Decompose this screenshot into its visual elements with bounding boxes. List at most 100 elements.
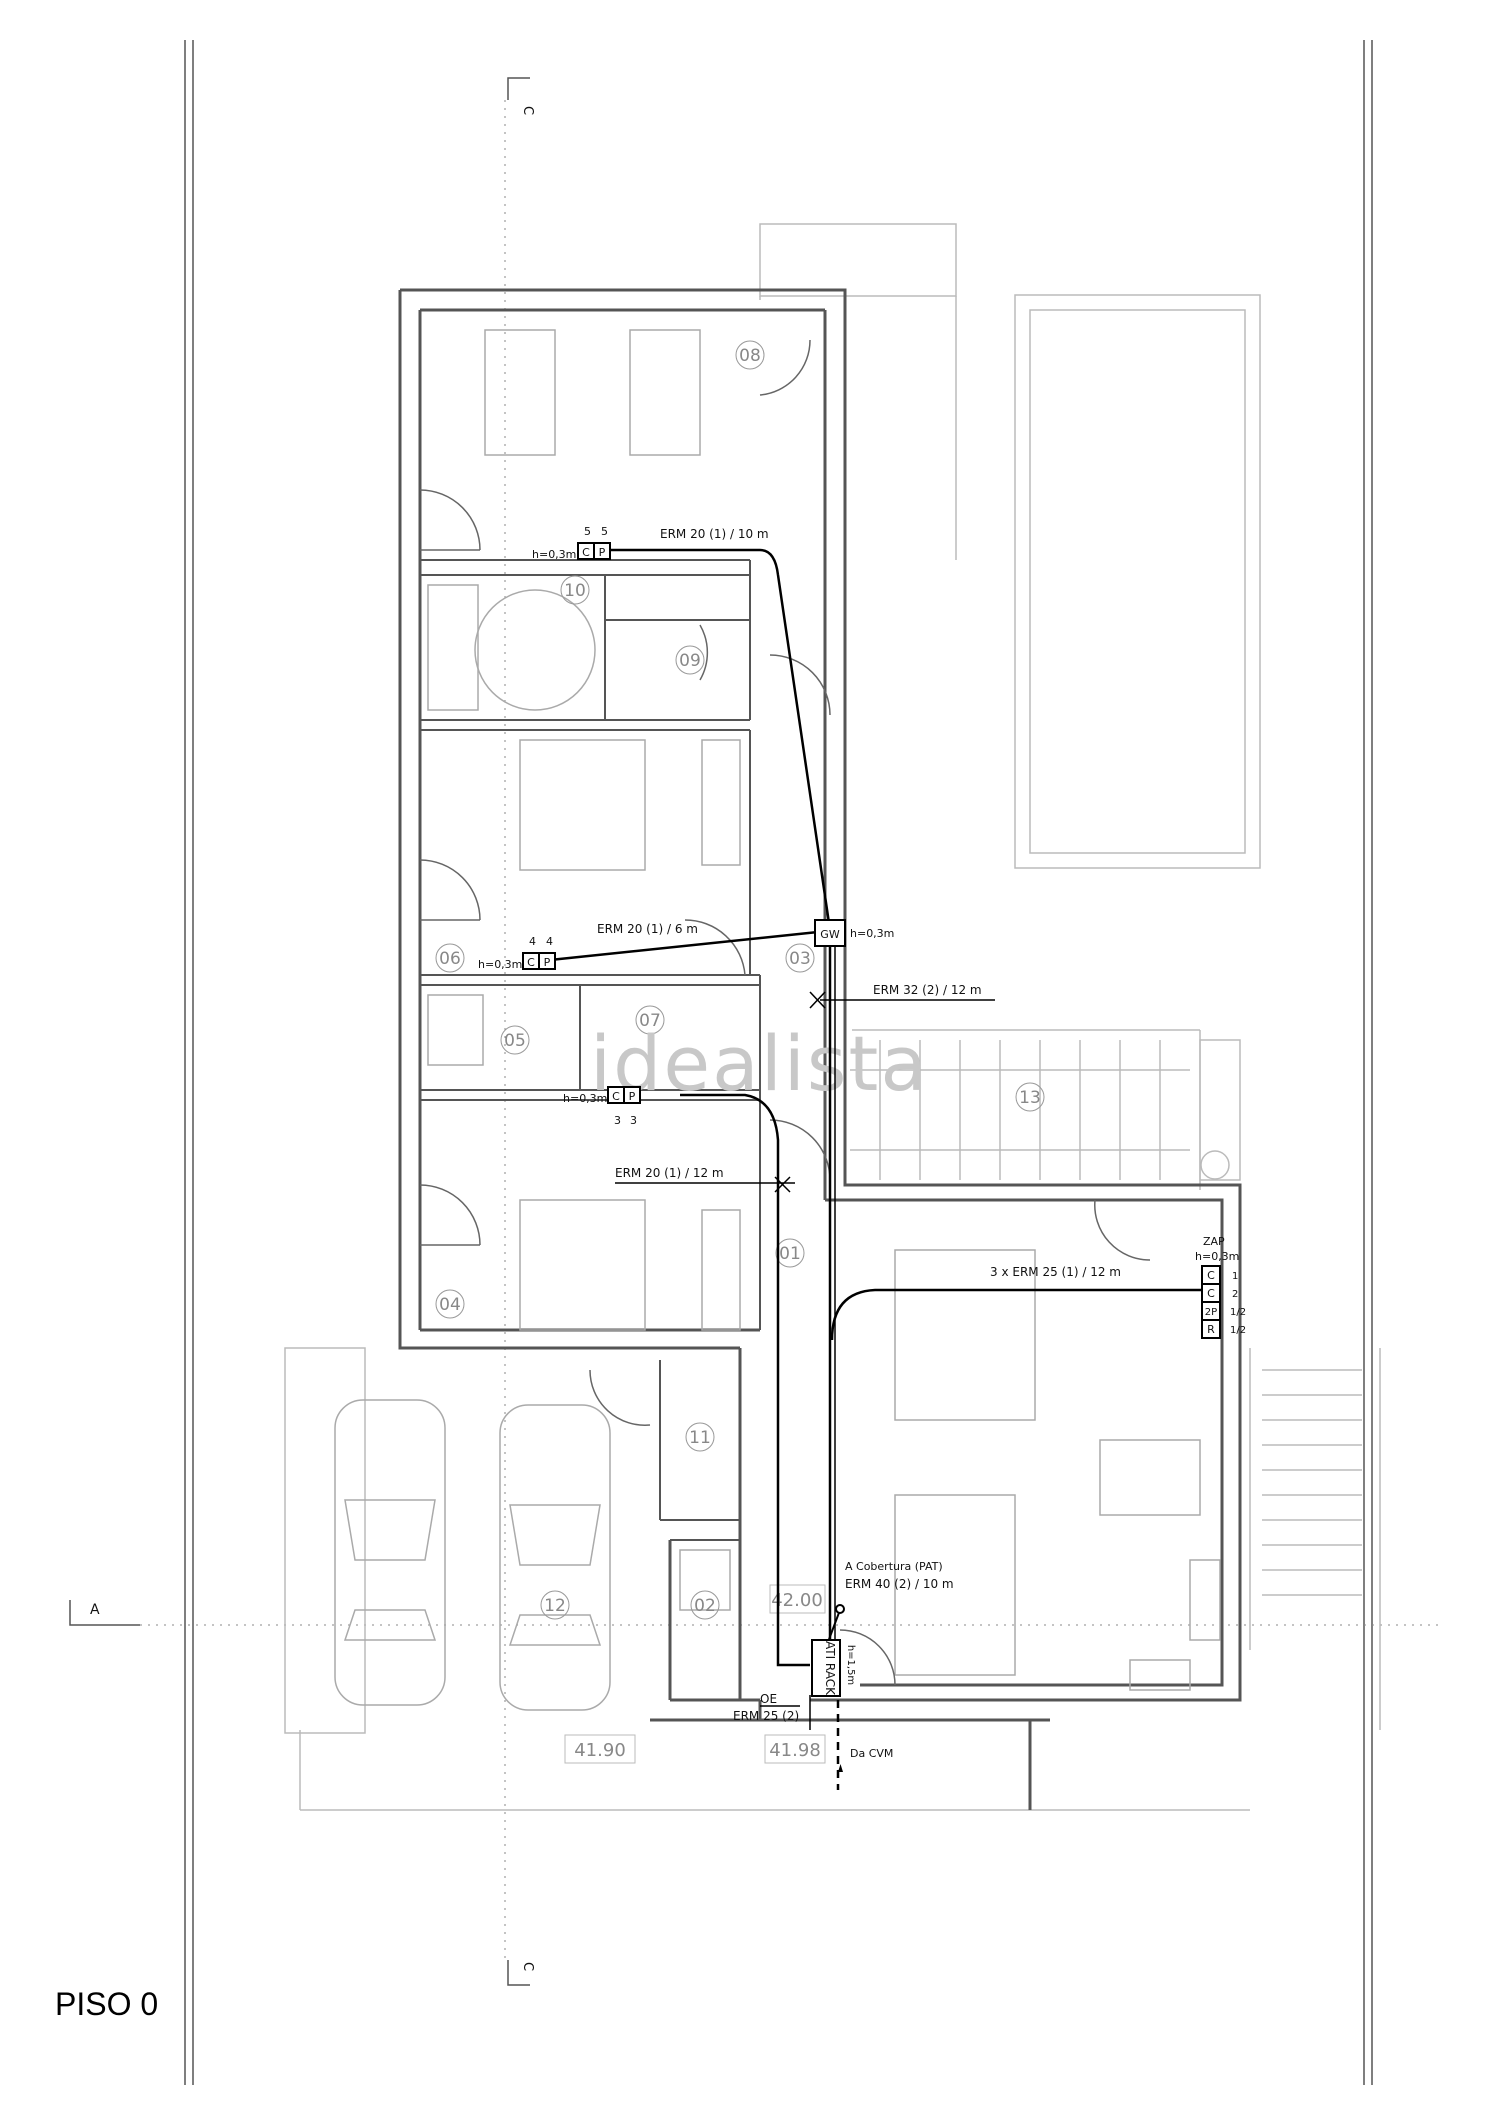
bed-2 (629, 329, 701, 456)
room-05: 05 (504, 1031, 526, 1051)
room-labels: 08 10 09 06 03 05 07 04 01 13 11 12 02 (435, 340, 1045, 1620)
outlet-room08-c: C (582, 546, 590, 559)
cable-label-pat-to: A Cobertura (PAT) (845, 1560, 943, 1573)
zap-height: h=0,3m (1195, 1250, 1239, 1263)
section-marks (69, 77, 530, 1986)
bed-1 (484, 329, 556, 456)
room-13: 13 (1019, 1088, 1041, 1108)
outdoor-elements (284, 223, 1381, 1811)
page-title: PISO 0 (55, 1986, 158, 2022)
gateway-label: GW (820, 928, 840, 941)
cable-label-oe-cable: ERM 25 (2) (733, 1709, 799, 1723)
zap-row1-count: 1 (1232, 1271, 1238, 1282)
zap-row4-code: R (1207, 1323, 1215, 1336)
pool-outline (1014, 294, 1261, 869)
cable-label-oe: OE (760, 1692, 777, 1706)
shower-05 (427, 994, 484, 1066)
doors (419, 339, 1151, 1686)
furniture (427, 329, 1221, 1691)
room-12: 12 (544, 1596, 566, 1616)
outlet-room08-p: P (599, 546, 606, 559)
ati-rack: ATI RACK h=1,5m (811, 1604, 856, 1772)
level-marks: 42.00 41.90 41.98 (564, 1584, 826, 1764)
room-09: 09 (679, 651, 701, 671)
gateway-height: h=0,3m (850, 927, 894, 940)
exterior-walls (398, 288, 1242, 1810)
room-02: 02 (694, 1596, 716, 1616)
cable-label-04: ERM 20 (1) / 12 m (615, 1166, 724, 1180)
pool-basin (1029, 309, 1246, 854)
outlet-room06-height: h=0,3m (478, 958, 522, 971)
bathtub (427, 584, 479, 711)
wardrobe-3 (701, 739, 741, 866)
outlet-room04-c: C (612, 1090, 620, 1103)
cable-label-zap: 3 x ERM 25 (1) / 12 m (990, 1265, 1121, 1279)
cable-labels: ERM 20 (1) / 10 m ERM 20 (1) / 6 m ERM 3… (597, 527, 1121, 1760)
outlet-room04-n1: 3 (614, 1114, 621, 1127)
room-01: 01 (779, 1244, 801, 1264)
zap-title: ZAP (1203, 1235, 1225, 1248)
cable-room04 (680, 1093, 810, 1667)
outlet-room08-n2: 5 (601, 525, 608, 538)
outlet-room08-n1: 5 (584, 525, 591, 538)
car-left (334, 1399, 446, 1706)
room-11: 11 (689, 1428, 711, 1448)
terrace-slats (850, 1040, 1190, 1180)
car-right (499, 1404, 611, 1711)
cvm-arrow-icon (838, 1764, 843, 1772)
room-03: 03 (789, 949, 811, 969)
outlet-room08-height: h=0,3m (532, 548, 576, 561)
zap-row3-count: 1/2 (1230, 1307, 1246, 1318)
room-06: 06 (439, 949, 461, 969)
section-mark-c-top: C (520, 106, 535, 115)
shower-area (474, 589, 596, 711)
cable-label-06: ERM 20 (1) / 6 m (597, 922, 698, 936)
outlet-room06-p: P (544, 956, 551, 969)
level-41-90: 41.90 (574, 1740, 626, 1761)
outlet-room08: h=0,3m C P 5 5 (532, 525, 611, 561)
toilet-02 (679, 1549, 731, 1611)
cable-ticks (615, 991, 995, 1730)
cable-label-cvm: Da CVM (850, 1747, 893, 1760)
room-07: 07 (639, 1011, 661, 1031)
outlet-room04-height: h=0,3m (563, 1092, 607, 1105)
outlet-room06-c: C (527, 956, 535, 969)
outlet-room06-n2: 4 (546, 935, 553, 948)
zap-row2-code: C (1207, 1287, 1215, 1300)
zap-row4-count: 1/2 (1230, 1325, 1246, 1336)
section-mark-c-bottom: C (520, 1962, 535, 1971)
kitchen-island (1099, 1439, 1201, 1516)
outlet-room04-n2: 3 (630, 1114, 637, 1127)
stove (1189, 1559, 1221, 1641)
sofa (894, 1249, 1036, 1421)
rack-label: ATI RACK (823, 1641, 837, 1696)
cable-room08 (610, 548, 832, 931)
cable-label-03: ERM 32 (2) / 12 m (873, 983, 982, 997)
zap-panel: ZAP h=0,3m C C 2P R 1 2 1/2 1/2 (1195, 1235, 1246, 1339)
gateway-box: GW h=0,3m (814, 919, 894, 947)
outlet-room06: h=0,3m C P 4 4 (478, 935, 556, 971)
level-41-98: 41.98 (769, 1740, 821, 1761)
level-42-00: 42.00 (771, 1590, 823, 1611)
room-08: 08 (739, 346, 761, 366)
cable-room06 (549, 930, 819, 962)
dining-table (894, 1494, 1016, 1676)
cable-label-pat: ERM 40 (2) / 10 m (845, 1577, 954, 1591)
section-mark-a: A (90, 1602, 100, 1618)
room-10: 10 (564, 581, 586, 601)
site-boundaries (184, 40, 1373, 2085)
outlet-room04-p: P (629, 1090, 636, 1103)
zap-row1-code: C (1207, 1269, 1215, 1282)
rack-height: h=1,5m (845, 1645, 856, 1685)
outlet-room04: h=0,3m C P 3 3 (563, 1086, 641, 1127)
room-04: 04 (439, 1295, 461, 1315)
wardrobe-4 (701, 1209, 741, 1331)
bed-4 (519, 1199, 646, 1331)
stairs-right (1262, 1369, 1362, 1596)
cable-runs (549, 548, 1202, 1790)
interior-walls (420, 559, 761, 1541)
outlet-room06-n1: 4 (529, 935, 536, 948)
zap-row3-code: 2P (1205, 1307, 1217, 1318)
